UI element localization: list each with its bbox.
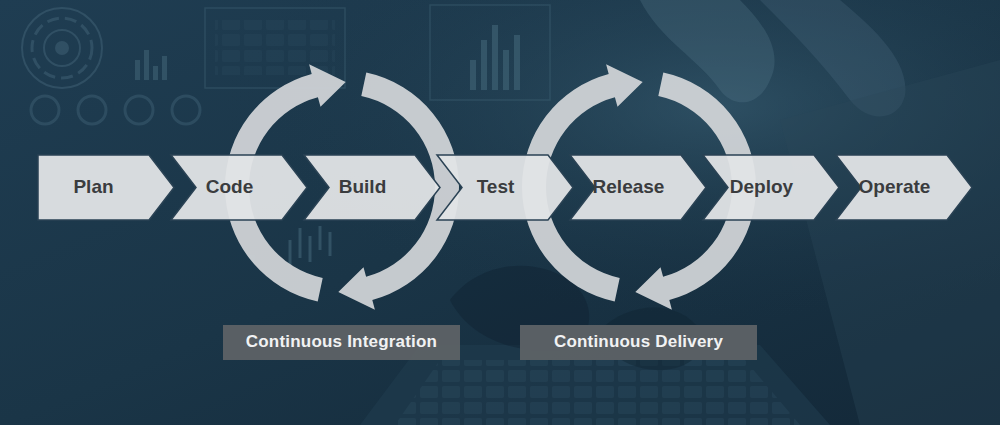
phase-label-box: Continuous Delivery [520, 325, 757, 360]
stage-chevron: Code [171, 155, 307, 220]
decor-bar [481, 40, 487, 90]
label-fill [520, 325, 757, 360]
chevron-outline [836, 155, 972, 220]
decor-ring [32, 18, 92, 78]
phase-label-box: Continuous Integration [223, 325, 460, 360]
text-holder: Deploy [709, 155, 814, 220]
chevron-outline [304, 155, 440, 220]
decor-grid [215, 20, 335, 75]
stage-label: Test [477, 177, 515, 198]
text-holder: Test [443, 155, 548, 220]
stage-label: Build [339, 177, 387, 198]
decor-bar [470, 60, 476, 90]
decor-gauge [31, 96, 59, 124]
phase-label: Continuous Integration [246, 333, 437, 352]
laptop-keyboard [395, 360, 800, 425]
decor-gauge [78, 96, 106, 124]
chevron-outline [171, 155, 307, 220]
chevron-outline [437, 155, 573, 220]
stage-label: Release [593, 177, 665, 198]
phase-label: Continuous Delivery [554, 333, 723, 352]
decor-dot [55, 41, 69, 55]
stage-label: Code [206, 177, 254, 198]
text-holder: Release [576, 155, 681, 220]
text-holder: Build [310, 155, 415, 220]
decor-bar [514, 35, 520, 90]
robot-hand [640, 0, 775, 102]
decor-bar [144, 50, 149, 80]
chevron-outline [703, 155, 839, 220]
stage-chevron: Build [304, 155, 440, 220]
decor-bar [162, 56, 167, 80]
stage-chevron: Release [570, 155, 706, 220]
stage-label: Operate [859, 177, 931, 198]
decor-bar [135, 60, 140, 80]
stage-chevron: Operate [836, 155, 972, 220]
decor-candles [290, 226, 330, 265]
decor-ring [22, 8, 102, 88]
laptop-screen [780, 60, 1000, 425]
text-holder: Continuous Delivery [520, 325, 757, 360]
decor-panel [430, 5, 550, 100]
decor-bar [153, 66, 158, 80]
stage-chevron: Plan [38, 155, 174, 220]
chevron-outline [38, 155, 174, 220]
decor-bar [503, 50, 509, 90]
decor-gauge [125, 96, 153, 124]
stage-chevron: Test [437, 155, 573, 220]
chevron-outline [570, 155, 706, 220]
stage-label: Deploy [730, 177, 793, 198]
stage-label: Plan [73, 177, 113, 198]
stage-chevron: Deploy [703, 155, 839, 220]
text-holder: Code [177, 155, 282, 220]
decor-bar [492, 25, 498, 90]
text-holder: Continuous Integration [223, 325, 460, 360]
text-holder: Operate [842, 155, 947, 220]
decor-ring [44, 30, 80, 66]
text-holder: Plan [38, 155, 149, 220]
decor-gauge [172, 96, 200, 124]
label-fill [223, 325, 460, 360]
